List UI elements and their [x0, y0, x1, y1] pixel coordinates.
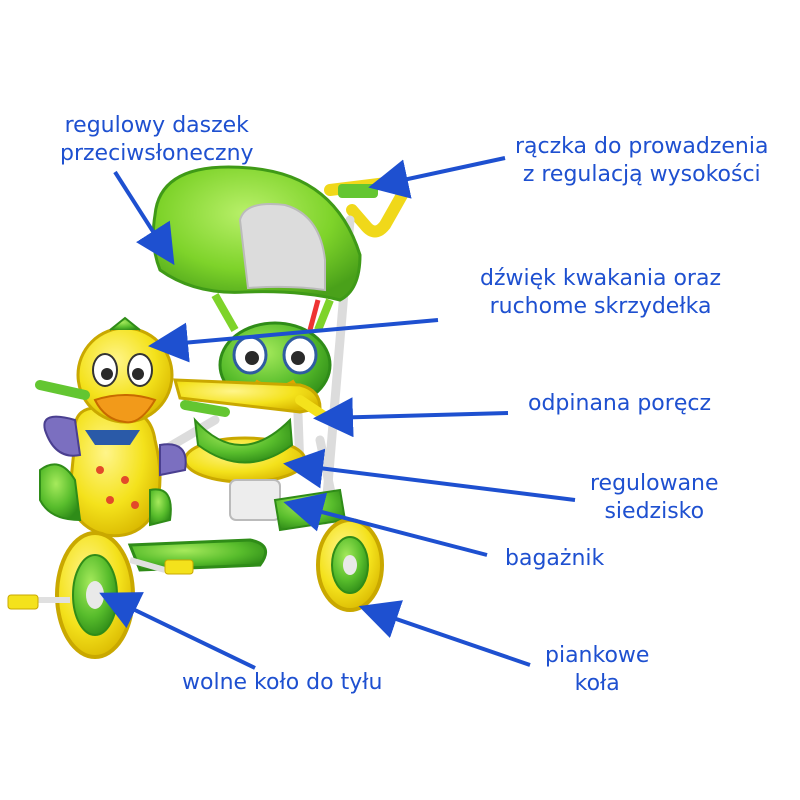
label-sound: dźwięk kwakania oraz ruchome skrzydełka: [480, 266, 722, 319]
label-handle: rączka do prowadzenia z regulacją wysoko…: [515, 134, 769, 187]
arrow-rail: [313, 397, 509, 438]
label-canopy: regulowy daszek przeciwsłoneczny: [60, 113, 254, 166]
arrow-handle: [368, 156, 506, 199]
arrow-freewheel: [99, 592, 256, 670]
handlebars: [35, 380, 230, 417]
label-freewheel: wolne koło do tyłu: [182, 670, 383, 695]
arrow-wheels: [358, 600, 531, 667]
label-trunk: bagażnik: [505, 546, 605, 571]
sun-canopy: [151, 165, 362, 332]
duck-body: [39, 406, 187, 538]
label-rail: odpinana poręcz: [528, 391, 711, 416]
arrow-sound: [148, 318, 439, 363]
rear-wheel: [316, 518, 384, 612]
arrow-canopy: [113, 170, 175, 266]
label-wheels: piankowe koła: [545, 643, 650, 696]
label-seat: regulowane siedzisko: [590, 471, 719, 524]
arrow-seat: [283, 448, 576, 502]
arrow-trunk: [283, 492, 488, 557]
